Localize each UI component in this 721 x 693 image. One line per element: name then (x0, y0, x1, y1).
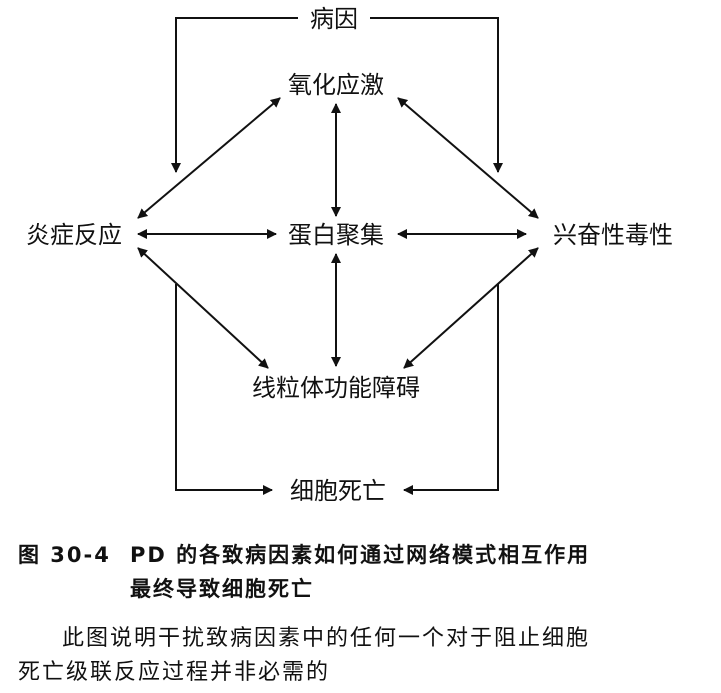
oxidative-inflammation-arrow (137, 97, 281, 219)
node-cause: 病因 (310, 5, 358, 33)
inflammation-mitochondria-arrow (137, 247, 269, 369)
figure-label: 图 30-4 (18, 543, 111, 567)
cause-to-excitotoxicity-arrow (370, 17, 503, 173)
oxidative-excitotoxicity-arrow (397, 97, 539, 219)
node-inflammation: 炎症反应 (26, 221, 122, 249)
inflammation-to-death-arrow (175, 284, 273, 495)
node-protein-aggregation: 蛋白聚集 (288, 221, 384, 249)
figure-note: 此图说明干扰致病因素中的任何一个对于阻止细胞 死亡级联反应过程并非必需的 (18, 622, 708, 690)
excitotoxicity-to-death-arrow (403, 284, 499, 495)
note-line-2: 死亡级联反应过程并非必需的 (18, 660, 331, 685)
node-cell-death: 细胞死亡 (290, 477, 386, 505)
caption-line-2: 最终导致细胞死亡 (130, 577, 314, 601)
pd-network-diagram: 病因 氧化应激 炎症反应 蛋白聚集 兴奋性毒性 线粒体功能障碍 细胞死亡 (26, 5, 673, 505)
figure-caption: 图 30-4 PD 的各致病因素如何通过网络模式相互作用 最终导致细胞死亡 (18, 538, 708, 606)
cause-to-inflammation-arrow (171, 17, 298, 173)
node-excitotoxicity: 兴奋性毒性 (553, 221, 673, 249)
caption-line-1: PD 的各致病因素如何通过网络模式相互作用 (130, 543, 591, 567)
caption-first-line: 图 30-4 PD 的各致病因素如何通过网络模式相互作用 (18, 538, 708, 572)
node-mitochondrial-dysfunction: 线粒体功能障碍 (252, 374, 420, 402)
node-oxidative-stress: 氧化应激 (288, 71, 384, 99)
note-line-1: 此图说明干扰致病因素中的任何一个对于阻止细胞 (62, 626, 591, 651)
excitotoxicity-mitochondria-arrow (403, 247, 539, 369)
